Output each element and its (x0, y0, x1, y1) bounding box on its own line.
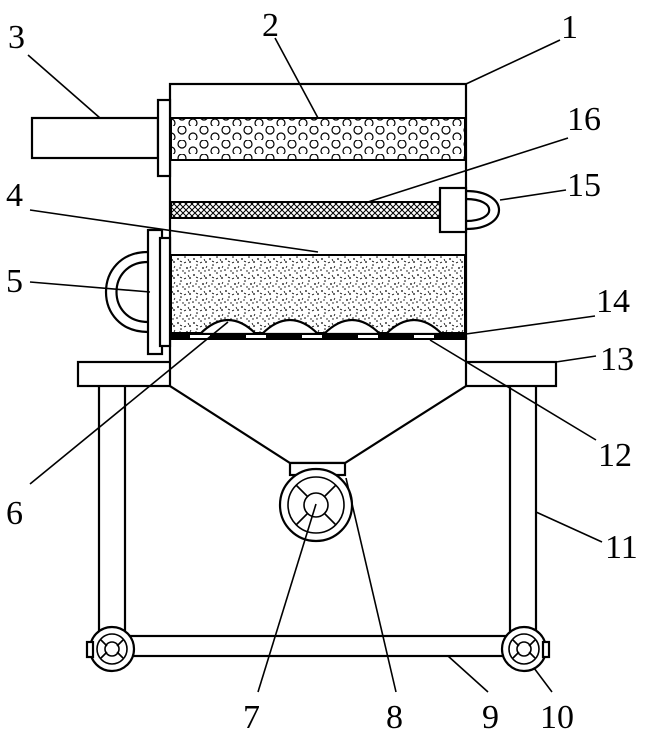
caster-wheel-left (85, 625, 136, 673)
label-7: 7 (243, 699, 260, 736)
hopper-funnel (168, 336, 468, 465)
label-13: 13 (600, 341, 634, 378)
label-1: 1 (561, 9, 578, 46)
label-8: 8 (386, 699, 403, 736)
label-9: 9 (482, 699, 499, 736)
label-6: 6 (6, 495, 23, 532)
inlet-pipe (30, 98, 172, 178)
label-11: 11 (605, 529, 638, 566)
label-10: 10 (540, 699, 574, 736)
leader-lines (27, 37, 603, 693)
perforated-filter-layer (170, 117, 466, 161)
drawer-handle (438, 186, 501, 234)
label-14: 14 (596, 283, 630, 320)
stand-frame (97, 382, 538, 658)
label-16: 16 (567, 101, 601, 138)
label-15: 15 (567, 167, 601, 204)
label-2: 2 (262, 7, 279, 44)
label-4: 4 (6, 177, 23, 214)
label-3: 3 (8, 19, 25, 56)
mesh-screen (170, 201, 466, 219)
side-access-door (104, 228, 172, 356)
support-domes (197, 319, 445, 336)
label-5: 5 (6, 263, 23, 300)
label-12: 12 (598, 437, 632, 474)
bottom-perforated-plate (171, 334, 465, 340)
caster-wheel-right (500, 625, 551, 673)
